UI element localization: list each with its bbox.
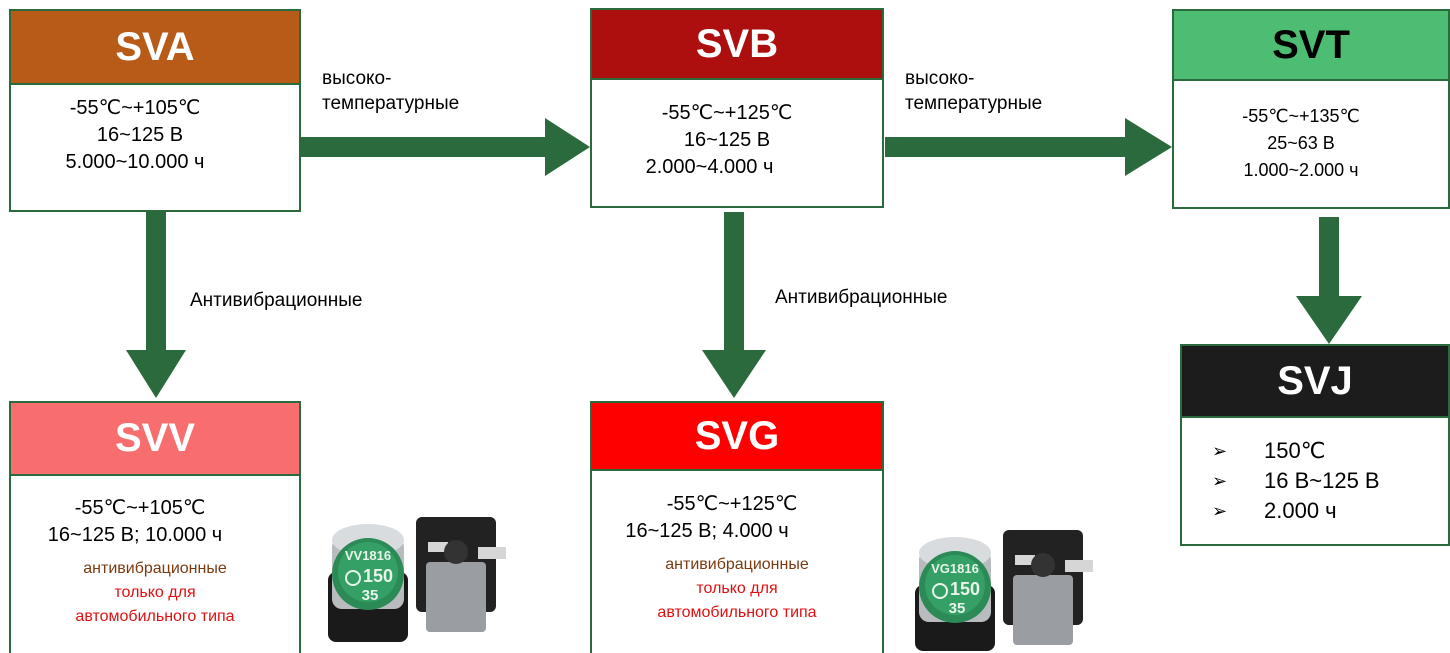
svt-title: SVT [1272,22,1350,67]
svg-capacitor-image: VG1816 150 35 [915,530,1093,651]
label-hightemp-2-line-2: температурные [905,93,1043,114]
svj-title: SVJ [1277,358,1353,403]
arrow-bullet-icon: ➢ [1212,441,1228,461]
svj-temp: 150℃ [1264,438,1326,463]
arrow-svb-to-svt [885,118,1172,176]
arrow-bullet-icon: ➢ [1212,501,1228,521]
label-hightemp-1-line-1: высоко- [322,68,392,89]
svt-lifetime: 1.000~2.000 ч [1243,160,1359,180]
arrow-svb-to-svg [702,212,766,398]
svg-note-only-for: только для [696,580,778,597]
svj-bullet: ➢ 16 В~125 В [1212,466,1380,496]
svj-voltage: 16 В~125 В [1264,468,1380,493]
svg-note-antivibration: антивибрационные [665,556,809,573]
svt-header: SVT [1174,11,1448,81]
svg-text:150: 150 [363,566,393,586]
sva-box: SVA -55℃~+105℃ 16~125 В 5.000~10.000 ч [9,9,301,212]
label-hightemp-2: высоко- температурные [905,66,1042,116]
svv-temp: -55℃~+105℃ [74,497,206,519]
svg-text:35: 35 [949,600,966,617]
svv-note-automotive: автомобильного типа [75,608,235,625]
capacitor-marking: VV1816 [345,548,391,563]
svg-voltage-lifetime: 16~125 В; 4.000 ч [625,520,789,542]
label-hightemp-1-line-2: температурные [322,93,460,114]
svv-title: SVV [114,416,196,460]
svj-spec-list: ➢ 150℃ ➢ 16 В~125 В ➢ 2.000 ч [1212,436,1380,526]
svt-box: SVT -55℃~+135℃ 25~63 В 1.000~2.000 ч [1172,9,1450,209]
svg-specs: -55℃~+125℃ 16~125 В; 4.000 ч антивибраци… [592,491,882,625]
sva-temp: -55℃~+105℃ [69,97,201,119]
label-antivib-2: Антивибрационные [775,287,948,308]
arrow-bullet-icon: ➢ [1212,471,1228,491]
sva-lifetime: 5.000~10.000 ч [65,151,205,173]
sva-header: SVA [11,11,299,85]
svv-box: SVV -55℃~+105℃ 16~125 В; 10.000 ч антиви… [9,401,301,653]
svj-bullet: ➢ 2.000 ч [1212,496,1380,526]
svg-text:150: 150 [950,579,980,599]
svv-note-only-for: только для [114,584,196,601]
svb-title: SVB [695,21,779,66]
svg-note-automotive: автомобильного типа [657,604,817,621]
svv-capacitor-image: VV1816 150 35 [328,517,506,642]
svt-temp: -55℃~+135℃ [1242,106,1360,126]
arrow-sva-to-svb [300,118,590,176]
svb-voltage: 16~125 В [683,129,771,151]
capacitor-bottom-view [1003,530,1093,645]
label-hightemp-2-line-1: высоко- [905,68,975,89]
svg-temp: -55℃~+125℃ [666,493,798,515]
svv-voltage-lifetime: 16~125 В; 10.000 ч [47,524,223,546]
svt-voltage: 25~63 В [1267,133,1335,153]
sva-title: SVA [115,24,195,69]
svb-header: SVB [592,10,882,80]
svg-text:35: 35 [362,587,379,604]
svg-header: SVG [592,403,882,471]
arrow-sva-to-svv [126,212,186,398]
svj-lifetime: 2.000 ч [1264,498,1337,523]
svg-box: SVG -55℃~+125℃ 16~125 В; 4.000 ч антивиб… [590,401,884,653]
sva-voltage: 16~125 В [96,124,184,146]
svb-temp: -55℃~+125℃ [661,102,793,124]
svj-header: SVJ [1182,346,1448,418]
capacitor-bottom-view [416,517,506,632]
label-antivib-1: Антивибрационные [190,290,363,311]
svv-specs: -55℃~+105℃ 16~125 В; 10.000 ч антивибрац… [11,495,299,629]
label-hightemp-1: высоко- температурные [322,66,459,116]
svb-specs: -55℃~+125℃ 16~125 В 2.000~4.000 ч [592,100,882,206]
svb-box: SVB -55℃~+125℃ 16~125 В 2.000~4.000 ч [590,8,884,208]
svv-header: SVV [11,403,299,476]
svj-bullet: ➢ 150℃ [1212,436,1380,466]
svt-specs: -55℃~+135℃ 25~63 В 1.000~2.000 ч [1174,103,1448,207]
svg-title: SVG [694,413,780,458]
svj-box: SVJ ➢ 150℃ ➢ 16 В~125 В ➢ 2.000 ч [1180,344,1450,546]
capacitor-marking: VG1816 [931,561,979,576]
svb-lifetime: 2.000~4.000 ч [645,156,774,178]
svv-note-antivibration: антивибрационные [83,560,227,577]
sva-specs: -55℃~+105℃ 16~125 В 5.000~10.000 ч [11,95,299,210]
arrow-svt-to-svj [1296,217,1362,344]
